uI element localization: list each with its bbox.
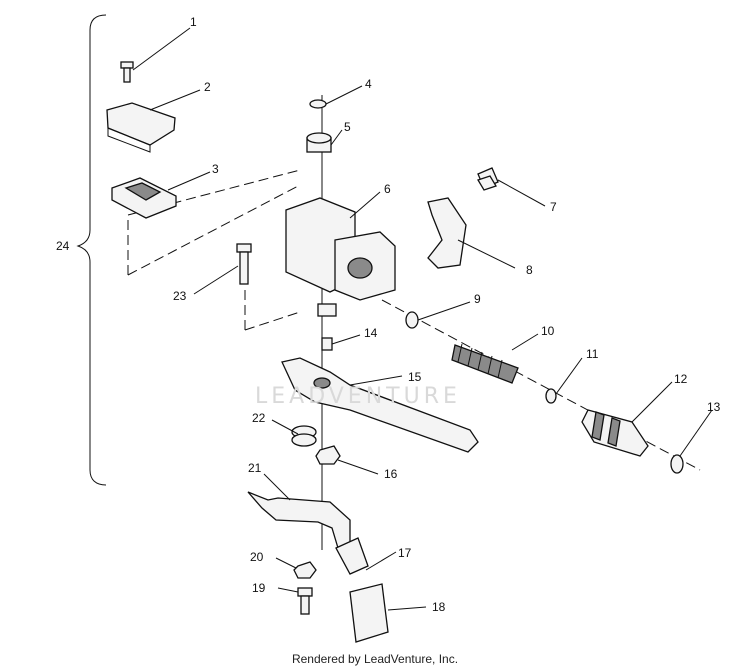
part-number-20: 20 [250, 550, 264, 564]
part-number-13: 13 [707, 400, 721, 414]
part-number-6: 6 [384, 182, 391, 196]
part-2-reservoir-cover [106, 102, 176, 153]
assembly-line-clamp [381, 299, 701, 471]
part-12-piston [581, 409, 649, 457]
part-17-switch [335, 537, 369, 575]
part-8-clamp [427, 197, 467, 269]
watermark: LEADVENTURE [255, 384, 461, 409]
part-number-12: 12 [674, 372, 688, 386]
part-4-washer [309, 99, 327, 109]
part-7-bolt [477, 167, 499, 191]
part-13-o-ring [670, 454, 684, 474]
part-number-16: 16 [384, 467, 398, 481]
part-number-21: 21 [248, 461, 262, 475]
part-15-brake-lever [281, 357, 479, 453]
part-21-bracket [247, 491, 351, 549]
leader-lines [132, 27, 713, 611]
render-credit: Rendered by LeadVenture, Inc. [291, 652, 459, 666]
lever-pivot-hole [313, 377, 331, 389]
part-14-pin [321, 337, 333, 351]
part-22-spring [291, 425, 317, 447]
part-11-washer [545, 388, 557, 404]
part-number-19: 19 [252, 581, 266, 595]
part-20-nut [293, 561, 317, 579]
part-10-spring [451, 343, 519, 384]
part-number-1: 1 [190, 15, 197, 29]
part-number-2: 2 [204, 80, 211, 94]
part-number-9: 9 [474, 292, 481, 306]
part-6-master-cylinder [285, 197, 396, 317]
assembly-line-lever [244, 311, 301, 331]
part-number-22: 22 [252, 411, 266, 425]
part-5-bushing [306, 132, 332, 153]
part-3-diaphragm [111, 177, 177, 219]
part-23-pivot-screw [236, 243, 252, 285]
part-number-7: 7 [550, 200, 557, 214]
part-number-15: 15 [408, 370, 422, 384]
assembly-bracket [76, 14, 107, 486]
part-number-5: 5 [344, 120, 351, 134]
part-number-3: 3 [212, 162, 219, 176]
part-number-10: 10 [541, 324, 555, 338]
part-16-nut [315, 445, 341, 465]
part-number-17: 17 [398, 546, 412, 560]
part-number-4: 4 [365, 77, 372, 91]
part-number-24: 24 [56, 239, 70, 253]
assembly-line-cover [127, 169, 301, 275]
part-number-8: 8 [526, 263, 533, 277]
part-1-screw [120, 61, 134, 83]
assembly-line-cover-top [127, 184, 301, 276]
part-number-23: 23 [173, 289, 187, 303]
part-number-14: 14 [364, 326, 378, 340]
part-9-washer [405, 311, 419, 329]
part-number-18: 18 [432, 600, 446, 614]
part-18-switch-cover [349, 583, 389, 643]
part-number-11: 11 [586, 347, 599, 361]
part-19-bolt [297, 587, 313, 615]
